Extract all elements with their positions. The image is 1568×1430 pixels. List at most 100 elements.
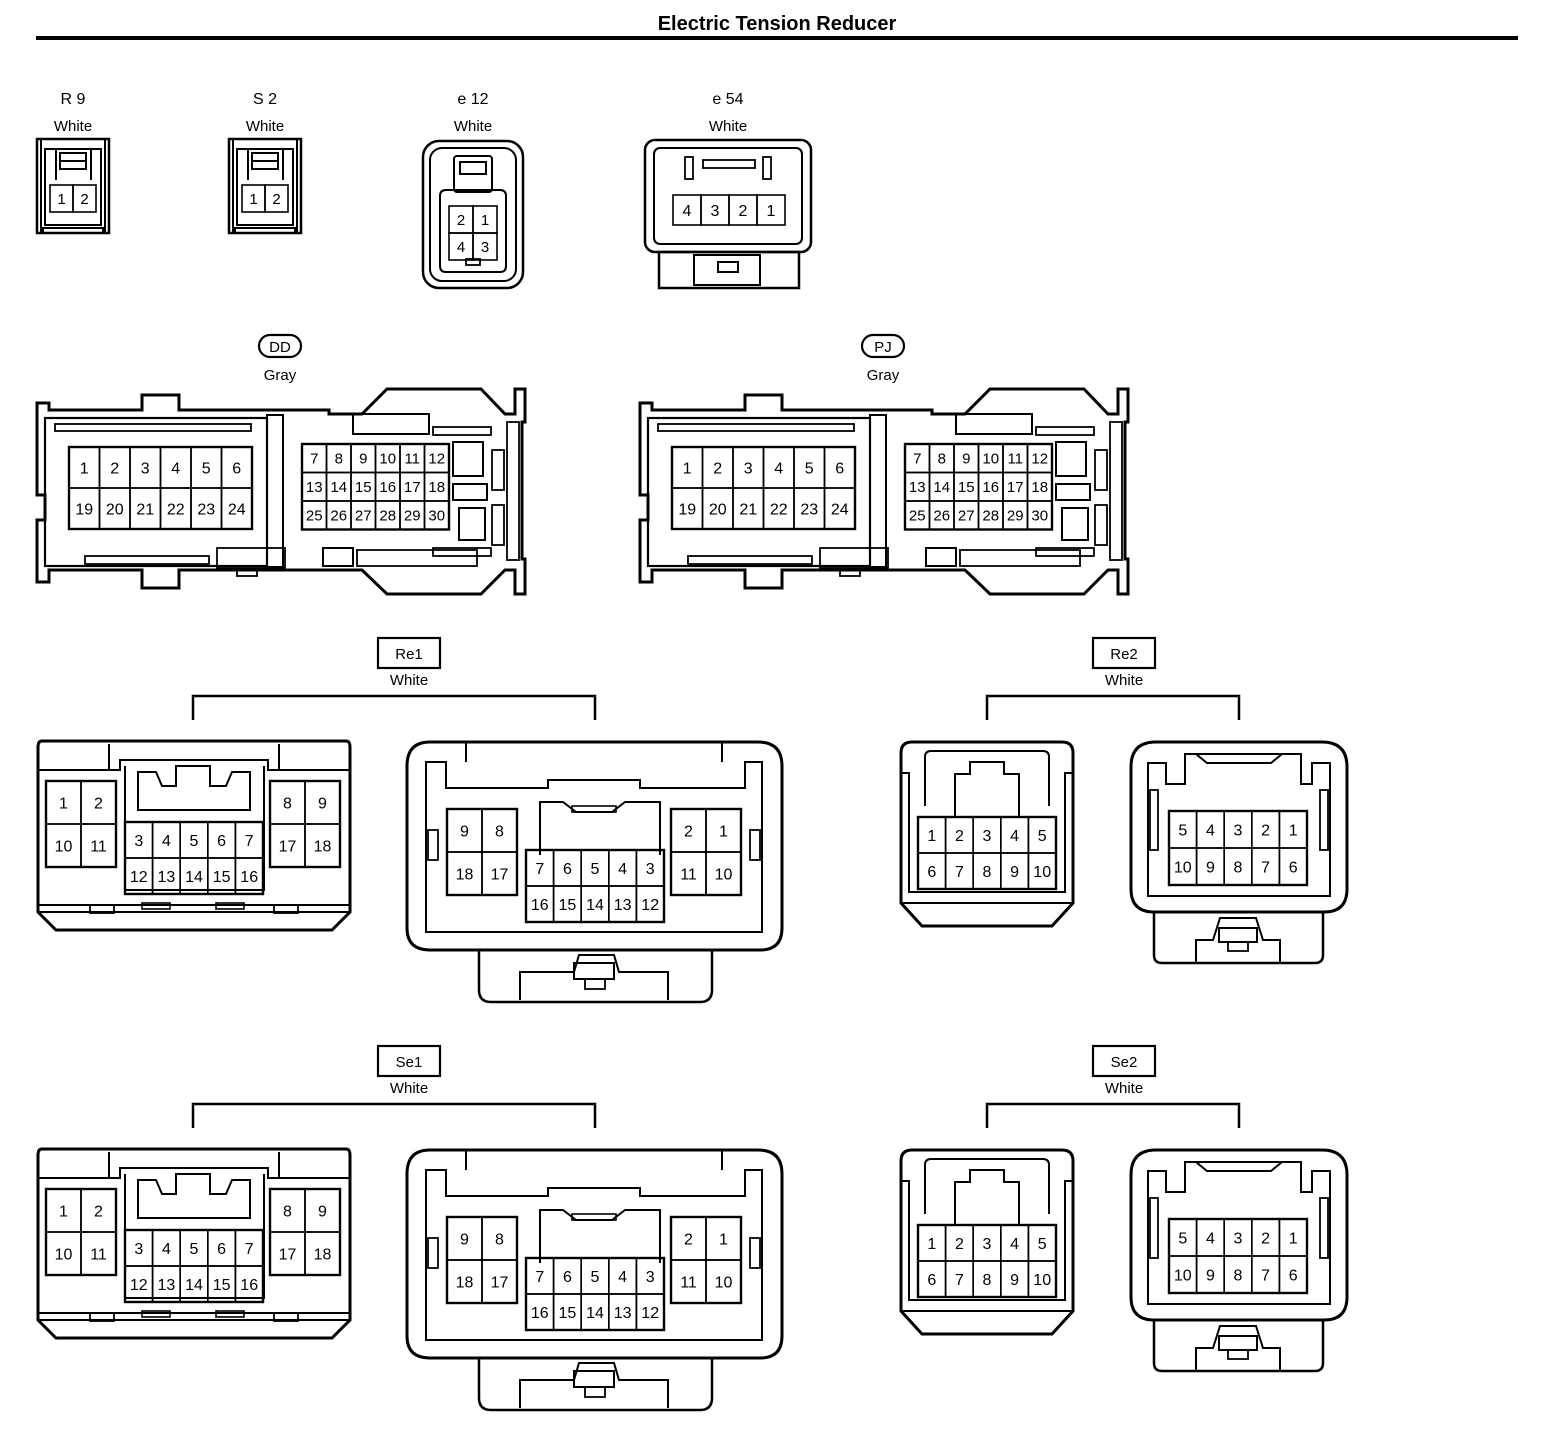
pin-label: 8 [283,795,292,812]
pin-cell: 12 [124,857,154,895]
pin-cell: 16 [234,857,264,895]
pin-label: 5 [591,1269,600,1286]
pin-cell: 17 [399,471,426,502]
pin-cell: 10 [977,443,1004,474]
pin-cell: 12 [635,1293,665,1331]
pin-label: 12 [641,1305,659,1322]
pin-label: 9 [359,451,367,468]
pin-label: 23 [800,501,818,518]
pin-cell: 27 [953,500,980,531]
pin-cell: 3 [732,446,765,489]
pin-label: 7 [310,451,318,468]
pin-cell: 1 [45,1188,82,1233]
pin-label: 6 [1289,859,1298,876]
pin-label: 3 [141,460,150,477]
pin-label: 16 [240,869,258,886]
pin-label: 1 [59,1203,68,1220]
pin-cell: 2 [944,816,974,854]
pin-grid-border [445,807,519,897]
pin-cell: 6 [552,849,582,887]
pin-cell: 13 [904,471,931,502]
pin-cell: 1 [705,1216,742,1261]
connector-body-re2 [899,740,1349,965]
pin-cell: 7 [301,443,328,474]
pin-label: 7 [955,1272,964,1289]
pin-grid-border [268,1187,342,1277]
pin-cell: 5 [179,821,209,859]
pin-label: 6 [927,1272,936,1289]
pin-cell: 10 [45,1231,82,1276]
pin-cell: 9 [304,780,341,825]
pin-label: 2 [955,828,964,845]
pin-label: 7 [913,451,921,468]
pin-label: 3 [711,203,720,220]
pin-label: 1 [481,212,489,229]
pin-cell: 26 [928,500,955,531]
pin-label: 1 [927,1236,936,1253]
pin-label: 7 [535,1269,544,1286]
pin-label: 2 [94,1203,103,1220]
pin-label: 4 [162,1241,171,1258]
pin-cell: 25 [301,500,328,531]
pin-label: 3 [134,1241,143,1258]
pin-cell: 11 [399,443,426,474]
pin-cell: 22 [762,487,795,530]
pin-label: 27 [355,508,372,525]
pin-cell: 7 [1251,1255,1281,1294]
pin-label: 16 [531,1305,549,1322]
pin-label: 14 [330,479,347,496]
pin-cell: 8 [972,1260,1002,1298]
pin-cell: 24 [220,487,253,530]
pin-cell: 19 [68,487,101,530]
pin-label: 17 [279,838,297,855]
pin-label: 15 [559,897,577,914]
pin-label: 6 [563,861,572,878]
pin-label: 7 [535,861,544,878]
pin-cell: 6 [917,852,947,890]
pin-label: 6 [927,864,936,881]
pin-cell: 11 [670,1259,707,1304]
pin-label: 2 [1261,822,1270,839]
pin-label: 27 [958,508,975,525]
pin-label: 4 [1010,1236,1019,1253]
bracket-re1 [191,694,597,720]
pin-label: 9 [1206,1267,1215,1284]
pin-cell: 17 [481,1259,518,1304]
pin-cell: 13 [301,471,328,502]
pin-label: 1 [1289,1230,1298,1247]
pin-cell: 8 [1223,1255,1253,1294]
pin-label: 13 [614,897,632,914]
pin-cell: 3 [129,446,162,489]
pin-cell: 10 [705,851,742,896]
pin-label: 10 [715,1274,733,1291]
connector-color-r9: White [54,118,92,135]
pin-cell: 1 [1278,810,1308,849]
pin-cell: 2 [80,780,117,825]
pin-grid-border [300,442,451,531]
pin-cell: 15 [207,857,237,895]
pin-cell: 8 [325,443,352,474]
pin-cell: 11 [1002,443,1029,474]
pin-cell: 1 [917,816,947,854]
pin-grid-border [524,1256,666,1332]
pin-cell: 18 [446,851,483,896]
pin-label: 24 [831,501,849,518]
connector-code-pj: PJ [874,339,892,356]
pin-cell: 2 [728,194,758,226]
pin-cell: 5 [793,446,826,489]
pin-cell: 14 [928,471,955,502]
pin-cell: 7 [944,1260,974,1298]
pin-grid-border [67,445,254,531]
connector-body-pj [638,387,1130,596]
pin-grid-border [524,848,666,924]
pin-cell: 14 [580,1293,610,1331]
pin-cell: 17 [1002,471,1029,502]
pin-label: 13 [158,869,176,886]
pin-label: 1 [57,191,65,208]
pin-label: 2 [110,460,119,477]
pin-cell: 8 [972,852,1002,890]
